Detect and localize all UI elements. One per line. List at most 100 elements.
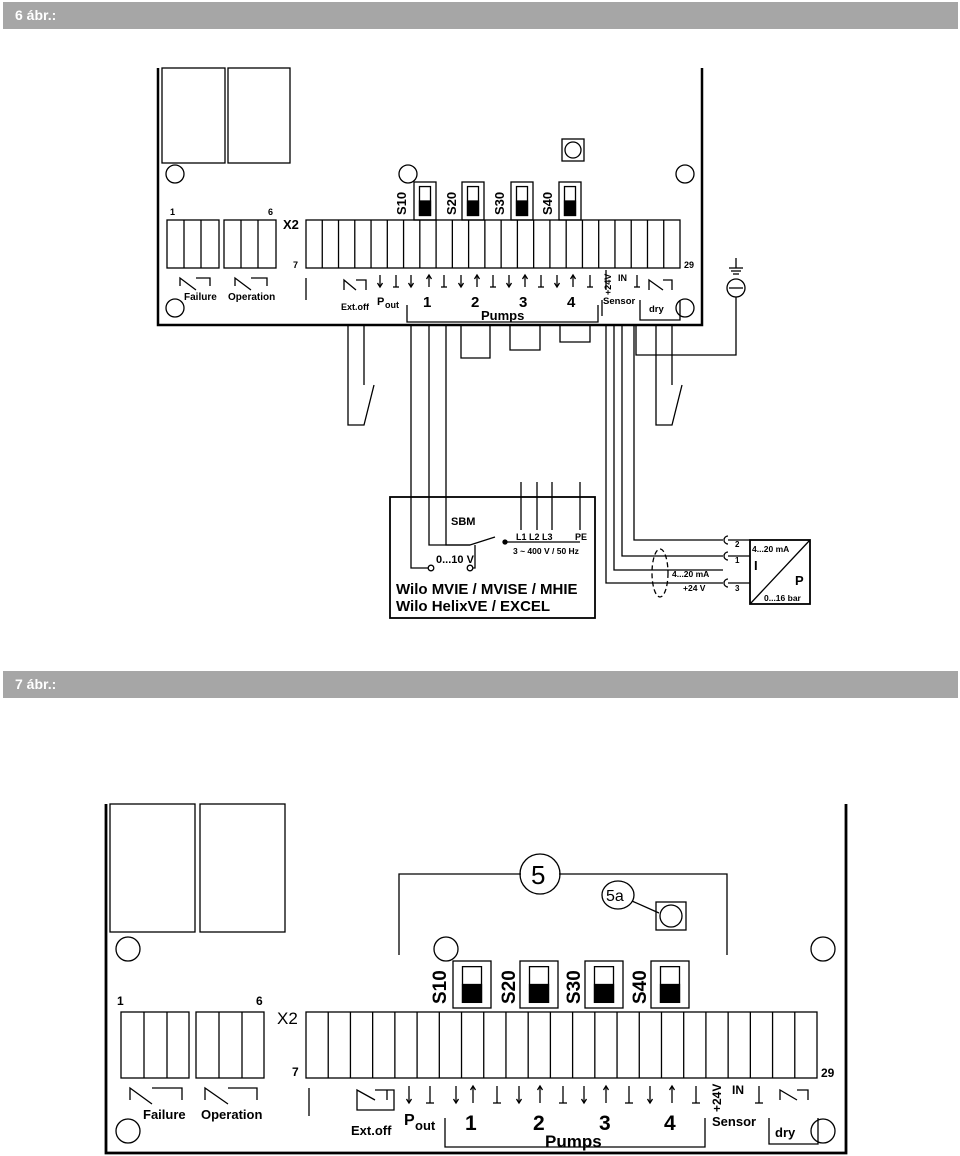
terminal-block-x2 [305, 1011, 818, 1079]
arrow-head [425, 273, 433, 280]
failure-relay-label: Failure [143, 1107, 186, 1122]
dip-switch-slot [528, 965, 550, 1004]
terminal-label-first-top: 1 [117, 994, 124, 1008]
reset-button-housing [561, 138, 585, 162]
dry-bracket [768, 1118, 819, 1145]
ext-off-label: Ext.off [341, 302, 370, 312]
analog-return-wire [473, 545, 476, 569]
sensor-label: Sensor [603, 296, 636, 307]
pump-number-1: 1 [465, 1112, 477, 1135]
p-out-subscript: out [415, 1118, 436, 1133]
mounting-hole [675, 298, 695, 318]
transducer-diagonal [749, 539, 811, 605]
dry-bracket [639, 300, 681, 321]
arrow-head [602, 1084, 610, 1091]
relay-housing-right [227, 67, 291, 164]
terminal-symbols [343, 270, 673, 291]
failure-relay-contact-symbol [129, 1086, 183, 1105]
dry-label: dry [649, 304, 665, 315]
operation-relay-label: Operation [228, 292, 275, 303]
dip-switch [558, 181, 582, 221]
arrow-head [646, 1098, 654, 1105]
ext-off-label: Ext.off [351, 1123, 392, 1138]
pump-number-4: 4 [664, 1112, 676, 1135]
sensor-wire-3 [621, 325, 723, 557]
plus-24v-label: +24V [603, 274, 613, 295]
figure-6-caption-bar: 6 ábr.: [3, 2, 958, 29]
wiring-diagram-fig6: 1 6 X2 7 29 Failure Operation Ext.off P … [156, 67, 811, 619]
terminal-label-first: 7 [293, 260, 298, 270]
ext-off-contact-symbol [343, 278, 367, 291]
terminal-label-last: 29 [821, 1066, 835, 1080]
transducer-terminal-3: 3 [735, 584, 740, 593]
ext-off-contact-symbol [356, 1088, 395, 1111]
controller-board-outline [156, 68, 704, 327]
p-out-label: P [404, 1112, 415, 1129]
callout-5a-circle [601, 880, 635, 910]
dip-switch-lever [659, 983, 681, 1004]
reset-button [659, 904, 683, 928]
switch-label-s20: S20 [499, 970, 520, 1004]
arrow-head [457, 282, 465, 289]
switch-label-s30: S30 [492, 192, 507, 215]
dry-run-external-contact [655, 325, 683, 426]
dip-switch [452, 960, 492, 1009]
mounting-hole [675, 164, 695, 184]
arrow-head [469, 1084, 477, 1091]
pumps-label: Pumps [481, 308, 524, 323]
mounting-hole [810, 1118, 836, 1144]
dip-switch-slot [461, 965, 483, 1004]
pumps-bracket [444, 1118, 706, 1148]
failure-relay-label: Failure [184, 292, 217, 303]
dry-contact-symbol [779, 1088, 809, 1101]
terminal-label-last-top: 6 [268, 207, 273, 217]
figure-7-caption: 7 ábr.: [15, 676, 57, 692]
dip-switch [650, 960, 690, 1009]
arrow-head [405, 1098, 413, 1105]
pump-model-line1: Wilo MVIE / MVISE / MHIE [396, 581, 578, 598]
transducer-p-label: P [795, 573, 804, 588]
arrow-head [580, 1098, 588, 1105]
pump-number-2: 2 [533, 1112, 545, 1135]
switch-label-s10: S10 [394, 192, 409, 215]
callout-5-circle [519, 853, 561, 895]
ground-icon [729, 258, 743, 275]
sensor-shield-wire [633, 325, 723, 541]
p-out-subscript: out [385, 300, 399, 310]
mounting-hole [115, 936, 141, 962]
arrow-head [569, 273, 577, 280]
pumps-bracket [406, 305, 599, 323]
dip-switches [413, 181, 582, 221]
callout-5-label: 5 [531, 860, 545, 890]
relay-housing-left [161, 67, 226, 164]
arrow-head [452, 1098, 460, 1105]
terminal-label-first-top: 1 [170, 207, 175, 217]
reset-button-housing [655, 901, 687, 931]
reset-button [564, 141, 582, 159]
transducer-terminal-2: 2 [735, 540, 740, 549]
dip-switch-lever [515, 200, 529, 217]
supply-label: 3 ~ 400 V / 50 Hz [513, 546, 579, 556]
switch-label-s30: S30 [564, 970, 585, 1004]
sensor-signal-wire [613, 325, 723, 571]
mounting-hole [165, 298, 185, 318]
mounting-hole [810, 936, 836, 962]
pump-number-1: 1 [423, 294, 431, 311]
callout-5a-label: 5a [606, 888, 624, 905]
terminal-label-last: 29 [684, 260, 694, 270]
p-out-label: P [377, 296, 384, 308]
analog-input-terminal [466, 564, 474, 572]
pressure-transducer-box [749, 539, 811, 605]
analog-input-label: 0...10 V [436, 554, 475, 566]
operation-relay-contact-symbol [234, 276, 268, 291]
dry-label: dry [775, 1125, 796, 1140]
pump-number-2: 2 [471, 294, 479, 311]
dry-contact-symbol [648, 278, 673, 291]
terminal-block-frame [305, 219, 681, 269]
dip-switch-lever [593, 983, 615, 1004]
ground-wire [635, 297, 737, 356]
relay-terminals [166, 219, 277, 269]
arrow-head [515, 1098, 523, 1105]
operation-relay-contact-symbol [204, 1086, 258, 1105]
arrow-head [473, 273, 481, 280]
